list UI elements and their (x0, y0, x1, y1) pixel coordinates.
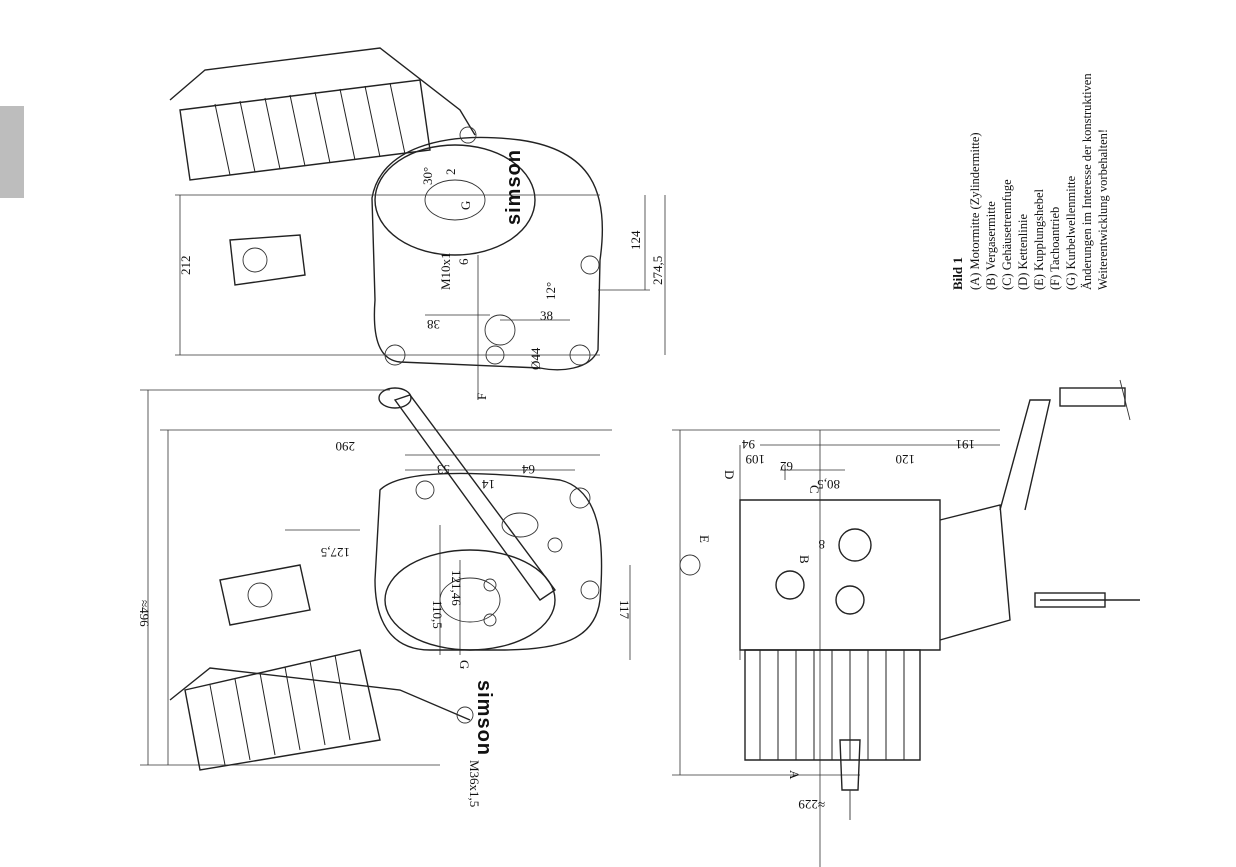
letter-g-left: G (457, 660, 472, 669)
legend-item-b: (B) Vergasermitte (984, 201, 998, 290)
letter-f: F (474, 393, 489, 400)
dim-496: ≈496 (137, 600, 152, 627)
dim-191: 191 (956, 437, 976, 452)
top-cylinder-fins (169, 47, 476, 181)
dim-d44: Ø44 (528, 347, 543, 370)
letter-g-top: G (458, 201, 473, 210)
dim-6: 6 (456, 258, 471, 265)
legend-note-line-2: Weiterentwicklung vorbehalten! (1096, 129, 1110, 290)
legend-item-g: (G) Kurbelwellenmitte (1064, 175, 1078, 290)
dim-m36x1-5: M36x1,5 (467, 760, 482, 807)
dim-109: 109 (746, 452, 766, 467)
dim-110-5: 110,5 (430, 600, 445, 629)
left-engine-view: ≈496 290 53 64 14 127,5 110,5 121,46 117… (137, 387, 632, 807)
dim-38-b: 38 (540, 308, 553, 323)
dim-212: 212 (178, 256, 193, 276)
letter-b: B (797, 555, 812, 564)
dim-62: 62 (780, 459, 793, 474)
brand-logo-top: simson (503, 149, 525, 225)
dim-121-46: 121,46 (449, 570, 464, 606)
legend-item-c: (C) Gehäusetrennfuge (1000, 179, 1014, 290)
dim-290: 290 (336, 439, 356, 454)
dim-274-5: 274,5 (650, 256, 665, 285)
front-engine-view: 94 191 109 120 62 80,5 8 ≈229 A B C D E (672, 379, 1140, 867)
legend-item-f: (F) Tachoantrieb (1048, 207, 1062, 290)
legend-item-d: (D) Kettenlinie (1016, 214, 1030, 290)
dim-12-deg: 12° (543, 282, 558, 300)
dim-80-5: 80,5 (817, 477, 840, 492)
dim-64: 64 (522, 462, 536, 477)
dim-120: 120 (896, 452, 916, 467)
dim-117: 117 (617, 600, 632, 620)
legend-item-a: (A) Motormitte (Zylindermitte) (968, 132, 982, 290)
legend: Bild 1 (A) Motormitte (Zylindermitte) (B… (950, 73, 1110, 290)
dim-m10x1: M10x1 (438, 252, 453, 290)
legend-note-line-1: Änderungen im Interesse der konstruktive… (1080, 73, 1094, 290)
top-engine-view: 212 124 274,5 38 38 30° 2 12° Ø44 M10x1 … (169, 47, 666, 400)
dim-229: ≈229 (798, 797, 825, 812)
dim-124: 124 (628, 230, 643, 250)
legend-title: Bild 1 (950, 257, 965, 290)
dim-14: 14 (482, 477, 496, 492)
legend-item-e: (E) Kupplungshebel (1032, 188, 1046, 290)
page-edge-tab (0, 106, 24, 198)
letter-a: A (787, 770, 802, 780)
dim-8: 8 (819, 537, 826, 552)
dim-94: 94 (742, 437, 756, 452)
letter-e: E (697, 535, 712, 543)
dim-30-deg: 30° (420, 167, 435, 185)
dim-127-5: 127,5 (321, 545, 350, 560)
letter-d: D (722, 470, 737, 479)
dim-2: 2 (443, 169, 458, 176)
dim-53: 53 (437, 462, 450, 477)
letter-c: C (807, 485, 822, 494)
dim-38-a: 38 (427, 317, 440, 332)
brand-logo-left: simson (473, 680, 495, 756)
